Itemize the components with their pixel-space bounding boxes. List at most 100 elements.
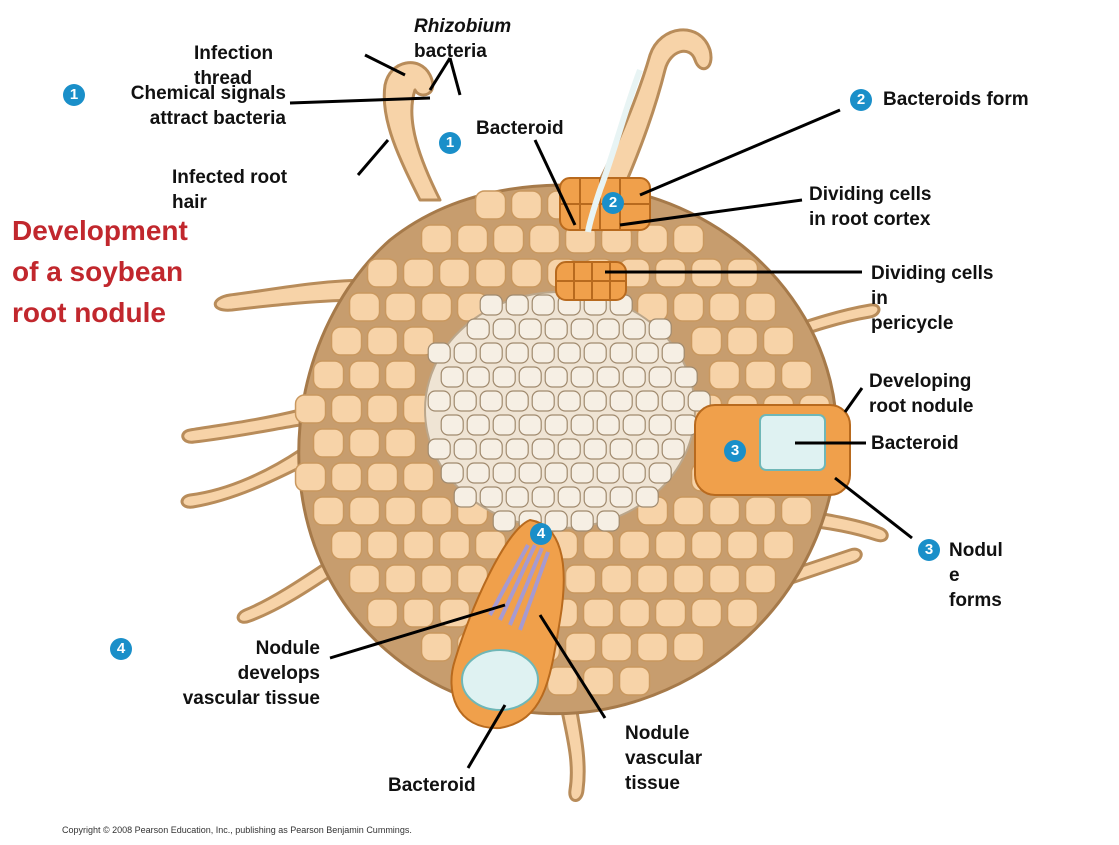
label-developing-nodule: Developing root nodule (869, 371, 974, 417)
stele-cell (583, 486, 607, 508)
stele-cell (661, 342, 685, 364)
cortex-cell (330, 530, 363, 560)
stele-cell (570, 318, 594, 340)
cortex-cell (690, 598, 723, 628)
cortex-cell (420, 292, 453, 322)
stele-cell (635, 438, 659, 460)
cortex-cells (294, 190, 831, 696)
label-dividing-cortex: Dividing cells in root cortex (809, 184, 932, 230)
stele-cell (505, 294, 529, 316)
label-infected-root-hair: Infected root hair (172, 167, 288, 213)
cortex-cell (654, 530, 687, 560)
stele-cell (492, 414, 516, 436)
stele-cell (609, 342, 633, 364)
stele-cell (648, 366, 672, 388)
stele-cell (518, 318, 542, 340)
stele-cell (440, 366, 464, 388)
stele-cell (531, 486, 555, 508)
stele-cell (648, 462, 672, 484)
cortex-cell (384, 428, 417, 458)
stele-cell (466, 318, 490, 340)
cortex-cell (582, 666, 615, 696)
stele-cell (518, 366, 542, 388)
stele-cell (596, 414, 620, 436)
stele-cell (583, 390, 607, 412)
cortex-cell (348, 292, 381, 322)
stele-cell (453, 438, 477, 460)
cortex-cell (564, 632, 597, 662)
stele-cell (596, 462, 620, 484)
stele-cell (479, 342, 503, 364)
cortex-cell (672, 292, 705, 322)
stele-cell (557, 390, 581, 412)
cortex-cell (708, 496, 741, 526)
cortex-cell (672, 496, 705, 526)
stele-cell (505, 390, 529, 412)
stele-cell (570, 462, 594, 484)
cortex-cell (366, 394, 399, 424)
label-bacteroid-right: Bacteroid (871, 433, 959, 454)
stele-cell (492, 462, 516, 484)
cortex-cell (726, 326, 759, 356)
cortex-cell (348, 428, 381, 458)
stele-cell (453, 486, 477, 508)
copyright-notice: Copyright © 2008 Pearson Education, Inc.… (62, 825, 412, 835)
stele-cell (466, 462, 490, 484)
cortex-cell (510, 190, 543, 220)
cortex-cell (780, 360, 813, 390)
cortex-cell (672, 224, 705, 254)
developing-nodule (694, 404, 851, 496)
cortex-cell (420, 632, 453, 662)
cortex-cell (672, 632, 705, 662)
cortex-cell (384, 360, 417, 390)
stele-cell (544, 462, 568, 484)
cortex-cell (294, 394, 327, 424)
cortex-cell (618, 530, 651, 560)
stele-cell (596, 318, 620, 340)
badge-step-4: 4 (110, 638, 132, 660)
cortex-cell (366, 258, 399, 288)
cortex-cell (330, 326, 363, 356)
cortex-cell (438, 530, 471, 560)
cortex-cell (744, 564, 777, 594)
badge-step-3: 3 (918, 539, 940, 561)
cortex-cell (438, 258, 471, 288)
label-bacteroid-top: Bacteroid (476, 118, 564, 139)
cortex-cell (780, 496, 813, 526)
cortex-cell (618, 666, 651, 696)
cortex-cell (618, 598, 651, 628)
stele-cell (544, 366, 568, 388)
cortex-cell (438, 598, 471, 628)
cortex-cell (744, 292, 777, 322)
cortex-cell (636, 224, 669, 254)
badge-step-2: 2 (850, 89, 872, 111)
cortex-cell (294, 462, 327, 492)
label-bacteroids-form: Bacteroids form (883, 89, 1029, 110)
cortex-cell (474, 190, 507, 220)
cortex-cell (312, 360, 345, 390)
stele-cell (609, 390, 633, 412)
label-nodule-vascular-tissue: Nodule vascular tissue (625, 723, 703, 794)
cortex-cell (510, 258, 543, 288)
cortex-cell (402, 598, 435, 628)
cortex-cell (474, 258, 507, 288)
stele-cell (583, 342, 607, 364)
stele-cell (466, 414, 490, 436)
cortex-cell (690, 326, 723, 356)
cortex-cell (744, 496, 777, 526)
cortex-cell (690, 530, 723, 560)
cortex-cell (582, 530, 615, 560)
cortex-cell (348, 564, 381, 594)
cortex-cell (762, 530, 795, 560)
label-bacteroid-bottom: Bacteroid (388, 775, 476, 796)
stele-cell (648, 318, 672, 340)
stele-cell (635, 486, 659, 508)
cortex-cell (402, 326, 435, 356)
cortex-cell (366, 462, 399, 492)
cortex-cell (708, 292, 741, 322)
stele-cell (453, 390, 477, 412)
cortex-cell (312, 496, 345, 526)
stele-cell (531, 342, 555, 364)
label-rhizobium: Rhizobium (414, 16, 512, 37)
stele-cell (674, 366, 698, 388)
